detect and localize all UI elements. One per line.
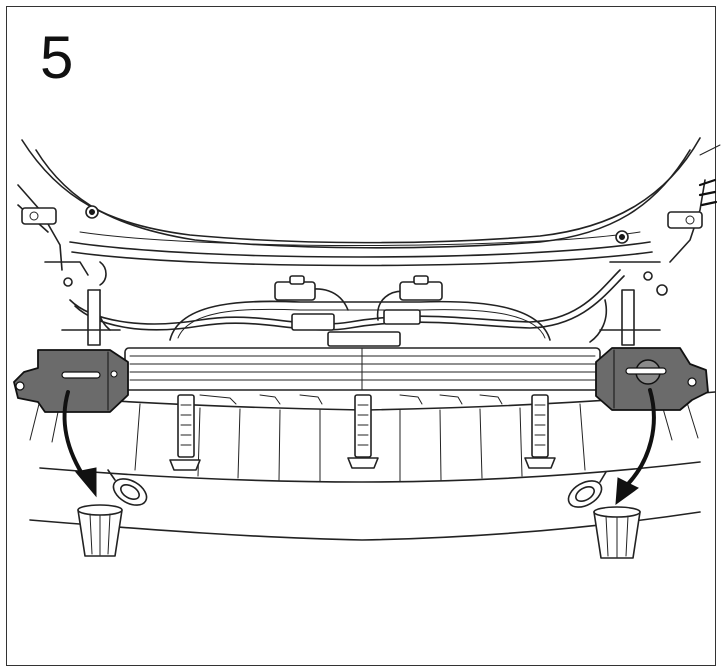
left-parts-cup: [77, 504, 123, 557]
right-removed-clip: [567, 471, 607, 508]
bumper-reinforcement: [124, 347, 601, 391]
left-bumper-bracket: [13, 349, 129, 413]
lower-bumper-cover: [19, 391, 716, 541]
left-removal-arrow: [62, 390, 97, 498]
right-fender: [609, 178, 718, 296]
right-removal-arrow: [615, 388, 656, 506]
vertical-brackets: [169, 394, 556, 471]
left-fender: [17, 184, 107, 287]
right-mount-bracket: [599, 289, 661, 346]
right-parts-cup: [593, 506, 641, 559]
harness-connectors: [274, 275, 443, 347]
bumper-removal-diagram: [13, 137, 721, 559]
right-bumper-bracket: [595, 347, 709, 411]
step-number: 5: [40, 24, 74, 91]
hood-outline: [21, 137, 721, 267]
left-mount-bracket: [61, 289, 121, 346]
radiator-shroud: [169, 300, 551, 341]
left-removed-clip: [107, 469, 148, 506]
